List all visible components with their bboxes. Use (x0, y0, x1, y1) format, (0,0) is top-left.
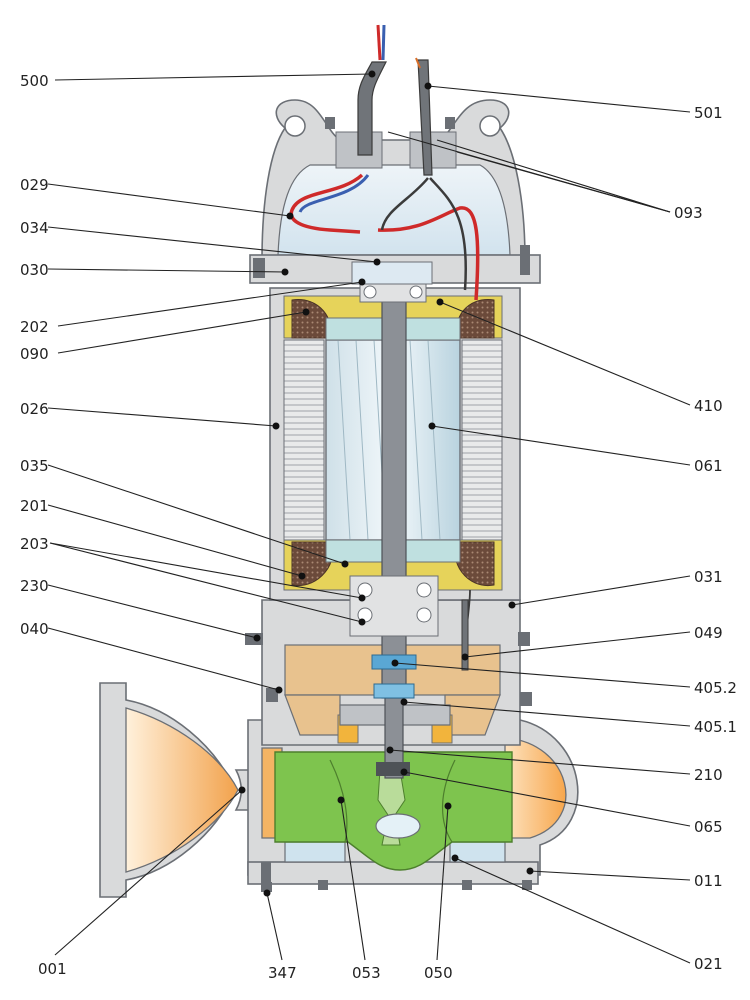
label-049: 049 (694, 624, 723, 642)
label-405-1: 405.1 (694, 718, 737, 736)
leader-lines (47, 73, 691, 964)
part-labels: 500 501 029 093 034 030 202 090 410 026 … (20, 72, 737, 982)
label-210: 210 (694, 766, 723, 784)
label-031: 031 (694, 568, 723, 586)
leader-dots (238, 70, 534, 897)
internal-wiring (289, 173, 480, 671)
label-093: 093 (674, 204, 703, 222)
label-090: 090 (20, 345, 49, 363)
label-501: 501 (694, 104, 723, 122)
mechanical-seals (371, 654, 417, 699)
label-410: 410 (694, 397, 723, 415)
label-011: 011 (694, 872, 723, 890)
label-347: 347 (268, 964, 297, 982)
label-034: 034 (20, 219, 49, 237)
power-cable (357, 24, 387, 156)
bearings (349, 281, 439, 637)
label-230: 230 (20, 577, 49, 595)
label-029: 029 (20, 176, 49, 194)
pump-illustration (99, 24, 579, 898)
label-203: 203 (20, 535, 49, 553)
label-201: 201 (20, 497, 49, 515)
label-405-2: 405.2 (694, 679, 737, 697)
label-035: 035 (20, 457, 49, 475)
label-001: 001 (38, 960, 67, 978)
label-026: 026 (20, 400, 49, 418)
label-053: 053 (352, 964, 381, 982)
discharge-flange (99, 682, 263, 898)
label-065: 065 (694, 818, 723, 836)
label-061: 061 (694, 457, 723, 475)
label-500: 500 (20, 72, 49, 90)
label-202: 202 (20, 318, 49, 336)
motor-cover (249, 99, 541, 285)
label-050: 050 (424, 964, 453, 982)
label-030: 030 (20, 261, 49, 279)
label-021: 021 (694, 955, 723, 973)
label-040: 040 (20, 620, 49, 638)
